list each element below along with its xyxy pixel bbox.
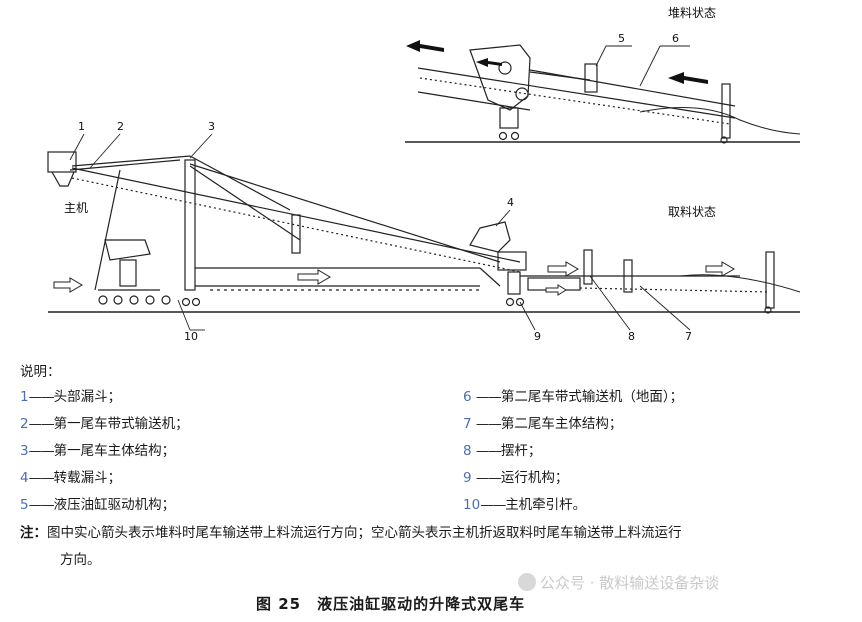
note-line-2: 方向。 [60,552,101,568]
callout-4: 4 [507,196,514,209]
stacking-state-label: 堆料状态 [668,6,716,20]
figure-caption: 图 25 液压油缸驱动的升降式双尾车 [256,595,526,613]
watermark: 公众号 · 散料输送设备杂谈 [518,572,719,593]
legend-item: 1——头部漏斗； [20,389,122,405]
callout-6: 6 [672,32,679,45]
legend-item: 8 ——摆杆； [463,443,542,459]
reclaiming-state-label: 取料状态 [668,205,716,219]
callout-1: 1 [78,120,85,133]
callout-3: 3 [208,120,215,133]
main-machine-label: 主机 [64,201,88,215]
legend-item: 6 ——第二尾车带式输送机（地面）； [463,389,684,405]
reclaiming-state-view [47,133,801,331]
legend-item: 3——第一尾车主体结构； [20,443,176,459]
note-label: 注： [20,525,47,541]
legend-item: 7 ——第二尾车主体结构； [463,416,623,432]
legend-title: 说明： [20,364,61,380]
callout-7: 7 [685,330,692,343]
callout-9: 9 [534,330,541,343]
legend-item: 4——转载漏斗； [20,470,122,486]
figure-note: 注：图中实心箭头表示堆料时尾车输送带上料流运行方向；空心箭头表示主机折返取料时尾… [20,520,860,574]
stacking-state-view [405,44,801,144]
legend-item: 10——主机牵引杆。 [463,497,587,513]
legend-item: 2——第一尾车带式输送机； [20,416,189,432]
wechat-icon [518,573,536,591]
legend-item: 9 ——运行机构； [463,470,569,486]
callout-8: 8 [628,330,635,343]
legend-right-column: 6 ——第二尾车带式输送机（地面）； 7 ——第二尾车主体结构； 8 ——摆杆；… [463,384,683,519]
note-line-1: 图中实心箭头表示堆料时尾车输送带上料流运行方向；空心箭头表示主机折返取料时尾车输… [47,525,682,541]
solid-flow-arrows [406,40,708,84]
hollow-flow-arrows [53,261,735,296]
tripper-car-drawing: 堆料状态 取料状态 主机 1 2 3 4 5 6 7 8 9 10 [47,6,801,343]
callout-5: 5 [618,32,625,45]
legend-item: 5——液压油缸驱动机构； [20,497,176,513]
callout-10: 10 [184,330,198,343]
callout-2: 2 [117,120,124,133]
legend-left-column: 1——头部漏斗； 2——第一尾车带式输送机； 3——第一尾车主体结构； 4——转… [20,384,189,519]
